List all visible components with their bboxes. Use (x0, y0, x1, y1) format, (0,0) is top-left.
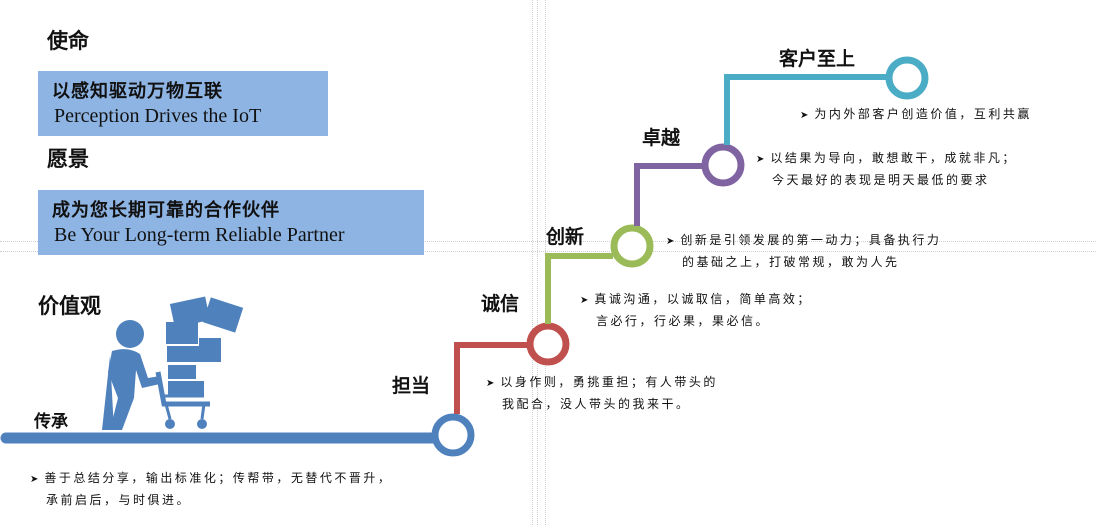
stage-label-integrity: 诚信 (481, 293, 520, 315)
mission-box: 以感知驱动万物互联 Perception Drives the IoT (38, 71, 328, 136)
stage-connector-line (724, 74, 888, 145)
arrow-bullet-icon: ➤ (486, 378, 495, 389)
vertical-guide-line (532, 0, 533, 525)
stage-node-circle (610, 224, 654, 268)
stage-node-circle (701, 143, 745, 187)
stage-description-customer-first: ➤为内外部客户创造价值，互利共赢 (800, 107, 1032, 121)
stage-description-innovation: ➤创新是引领发展的第一动力；具备执行力 的基础之上，打破常规，敢为人先 (666, 233, 942, 269)
arrow-bullet-icon: ➤ (756, 154, 765, 165)
arrow-bullet-icon: ➤ (580, 295, 589, 306)
vision-text-cn: 成为您长期可靠的合作伙伴 (52, 200, 280, 221)
stage-connector-line (454, 342, 529, 414)
vision-text-en: Be Your Long-term Reliable Partner (54, 224, 345, 246)
stage-connector-line (545, 253, 613, 324)
stage-label-responsibility: 担当 (392, 375, 431, 397)
mission-text-en: Perception Drives the IoT (54, 105, 262, 127)
stage-label-customer-first: 客户至上 (779, 48, 856, 70)
vision-box: 成为您长期可靠的合作伙伴 Be Your Long-term Reliable … (38, 190, 424, 255)
stage-node-circle (526, 322, 570, 366)
stage-description-integrity: ➤真诚沟通，以诚取信，简单高效； 言必行，行必果，果必信。 (580, 292, 812, 328)
stage-description-excellence: ➤以结果为导向，敢想敢干，成就非凡； 今天最好的表现是明天最低的要求 (756, 151, 1017, 187)
person-pushing-cart-icon (102, 296, 244, 430)
horizontal-guide-line (0, 241, 1096, 242)
arrow-bullet-icon: ➤ (800, 110, 809, 121)
stage-label-innovation: 创新 (546, 226, 585, 248)
arrow-bullet-icon: ➤ (30, 474, 39, 485)
horizontal-guide-line (0, 251, 1096, 252)
stage-connector-line (634, 163, 703, 226)
stage-node-circle (431, 413, 475, 457)
stage-label-excellence: 卓越 (642, 127, 681, 149)
vertical-guide-line (537, 0, 538, 525)
values-heading: 价值观 (38, 294, 101, 318)
stage-description-inheritance: ➤善于总结分享，输出标准化；传帮带，无替代不晋升， 承前启后，与时俱进。 (30, 471, 393, 507)
mission-text-cn: 以感知驱动万物互联 (52, 81, 223, 102)
vision-heading: 愿景 (47, 147, 89, 171)
arrow-bullet-icon: ➤ (666, 236, 675, 247)
stage-node-circle (885, 56, 929, 100)
stage-description-responsibility: ➤以身作则，勇挑重担；有人带头的 我配合，没人带头的我来干。 (486, 375, 718, 411)
stage-label-inheritance: 传承 (34, 412, 68, 432)
mission-heading: 使命 (47, 29, 89, 53)
